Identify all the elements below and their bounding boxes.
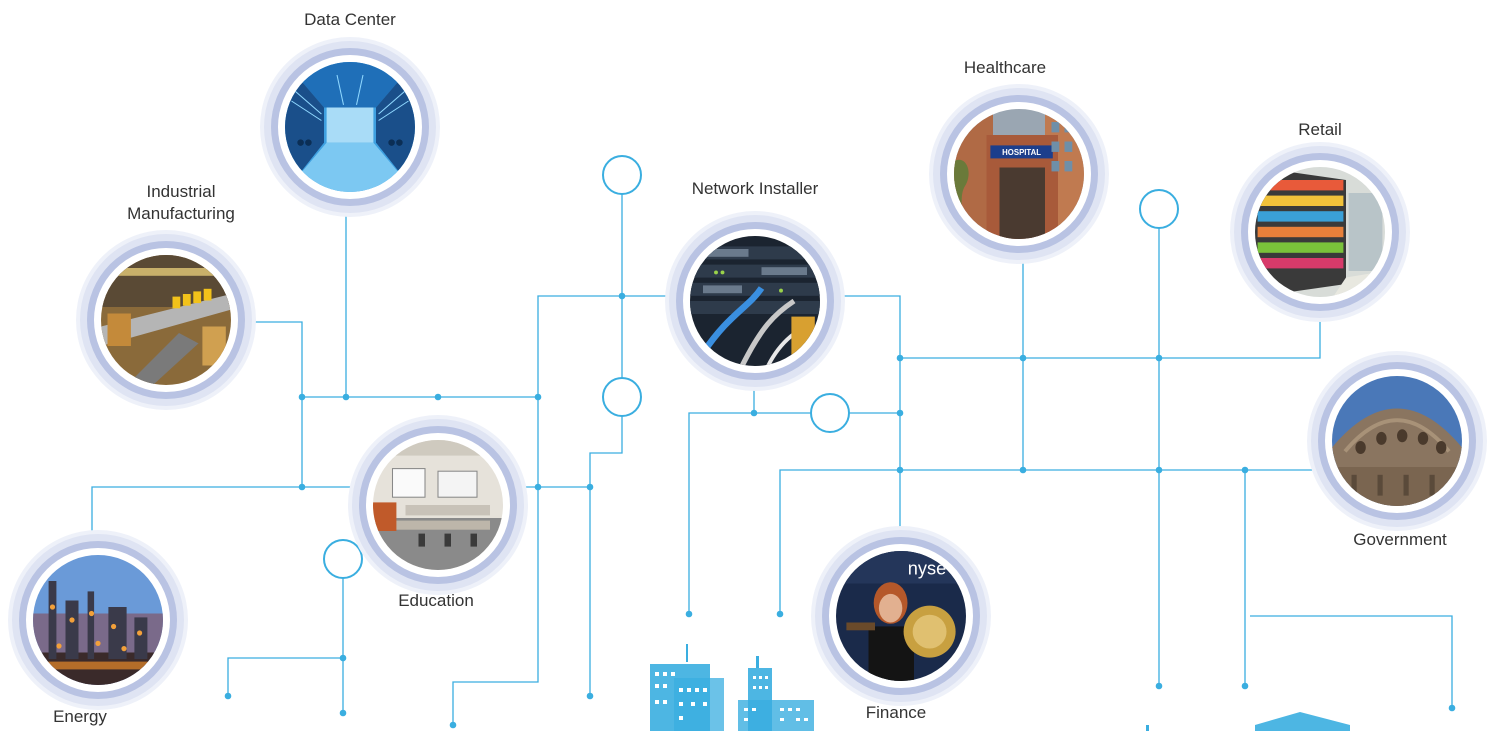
node-retail[interactable] — [1234, 146, 1406, 318]
node-data-center[interactable] — [264, 41, 436, 213]
label-data-center: Data Center — [304, 10, 396, 29]
node-government[interactable] — [1311, 355, 1483, 527]
label-healthcare: Healthcare — [963, 58, 1047, 77]
hospital-sign: HOSPITAL — [1002, 148, 1041, 157]
network-installer-photo — [690, 236, 820, 366]
node-industrial-manufacturing[interactable] — [80, 234, 252, 406]
retail-photo — [1255, 167, 1385, 297]
industrial-photo — [101, 255, 231, 385]
node-finance[interactable]: nyse — [815, 530, 987, 702]
education-photo — [373, 440, 503, 570]
node-healthcare[interactable]: HOSPITAL — [933, 88, 1105, 260]
node-energy[interactable] — [12, 534, 184, 706]
node-network-installer[interactable] — [669, 215, 841, 387]
energy-photo — [33, 555, 163, 685]
nyse-sign: nyse — [908, 558, 946, 578]
data-center-photo — [285, 62, 415, 192]
label-industrial-manufacturing: Industrial Manufacturing — [127, 182, 235, 223]
label-finance: Finance — [865, 703, 927, 722]
healthcare-photo: HOSPITAL — [954, 109, 1084, 239]
node-education[interactable] — [352, 419, 524, 591]
label-education: Education — [398, 591, 474, 610]
label-network-installer: Network Installer — [691, 179, 819, 198]
label-government: Government — [1353, 530, 1447, 549]
label-retail: Retail — [1298, 120, 1342, 139]
finance-photo: nyse — [836, 551, 966, 681]
government-photo — [1332, 376, 1462, 506]
label-energy: Energy — [53, 707, 107, 726]
